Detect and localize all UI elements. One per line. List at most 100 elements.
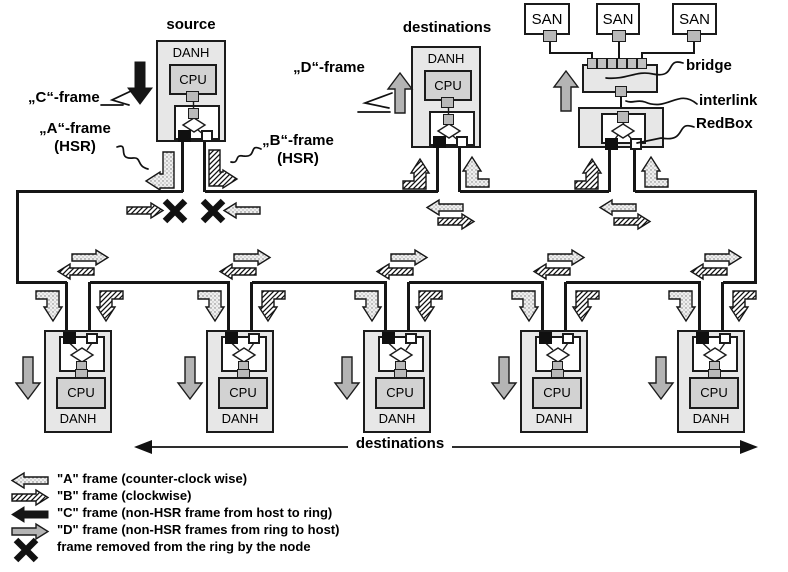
danh-label: DANH bbox=[692, 411, 730, 426]
b-frame-passthrough-redbox bbox=[613, 213, 651, 230]
legend-item-b: "B" frame (clockwise) bbox=[57, 488, 192, 503]
san-label: SAN bbox=[602, 11, 634, 28]
source-port-b-link bbox=[203, 140, 206, 192]
danh-label: DANH bbox=[59, 411, 97, 426]
legend-item-c: "C" frame (non-HSR frame from host to ri… bbox=[57, 505, 333, 520]
redbox-node bbox=[578, 107, 664, 150]
a-frame-passthrough bbox=[71, 249, 109, 266]
ring-bottom-segment-2 bbox=[90, 281, 230, 284]
cpu-label: CPU bbox=[67, 385, 95, 400]
legend-item-x: frame removed from the ring by the node bbox=[57, 539, 311, 554]
cpu-label: CPU bbox=[179, 72, 207, 87]
a-frame-exit-arrow bbox=[145, 151, 175, 191]
port-b-white bbox=[405, 333, 417, 344]
ring-bottom-segment-5 bbox=[566, 281, 701, 284]
legend-a-frame-arrow-icon bbox=[11, 472, 49, 489]
legend-item-a: "A" frame (counter-clock wise) bbox=[57, 471, 248, 486]
squiggle-d-frame bbox=[357, 92, 393, 113]
a-frame-enter-arrow bbox=[354, 290, 382, 322]
danh-node-bottom-4: CPU DANH bbox=[520, 330, 588, 433]
port-a-black bbox=[433, 136, 446, 148]
legend-x-removed-icon bbox=[16, 540, 36, 560]
redbox-label: RedBox bbox=[696, 115, 753, 132]
cpu-label: CPU bbox=[434, 78, 462, 93]
san1-wire-v bbox=[549, 42, 551, 53]
a-frame-enter-arrow bbox=[511, 290, 539, 322]
destinations-title-bottom: destinations bbox=[355, 435, 445, 452]
d-frame-arrow bbox=[491, 356, 517, 400]
port-a-black bbox=[605, 138, 618, 150]
a-frame-passthrough-redbox bbox=[599, 199, 637, 216]
a-frame-passthrough bbox=[233, 249, 271, 266]
legend-d-frame-arrow-icon bbox=[11, 523, 49, 540]
san1-wire-h bbox=[549, 52, 593, 54]
b-frame-passthrough bbox=[690, 263, 728, 280]
danh-node-bottom-1: CPU DANH bbox=[44, 330, 112, 433]
a-frame-passthrough bbox=[704, 249, 742, 266]
d-frame-arrow-destinations bbox=[387, 72, 413, 114]
node2-port-b-link bbox=[250, 282, 253, 332]
switch-port bbox=[188, 108, 199, 119]
a-frame-enter-arrow bbox=[197, 290, 225, 322]
bridge-port-3 bbox=[607, 58, 617, 69]
b-frame-enter-arrow bbox=[729, 290, 757, 322]
port-a-black bbox=[225, 332, 238, 344]
port-b-white bbox=[456, 136, 468, 148]
b-frame-hsr-label: (HSR) bbox=[277, 150, 319, 167]
b-frame-passthrough bbox=[57, 263, 95, 280]
b-frame-passthrough bbox=[533, 263, 571, 280]
axis-arrowhead-left bbox=[134, 440, 152, 454]
legend-b-frame-arrow-icon bbox=[11, 489, 49, 506]
legend-item-d: "D" frame (non-HSR frames from ring to h… bbox=[57, 522, 340, 537]
node5-port-a-link bbox=[698, 282, 701, 332]
interlink-port bbox=[617, 111, 629, 123]
a-frame-enter-arrow-dest bbox=[462, 156, 490, 188]
node3-port-b-link bbox=[407, 282, 410, 332]
node1-port-b-link bbox=[88, 282, 91, 332]
redbox-port-a-link bbox=[608, 146, 611, 192]
san3-port bbox=[687, 30, 701, 42]
b-frame-enter-arrow-redbox bbox=[574, 158, 602, 190]
b-frame-returning-arrow bbox=[126, 202, 164, 219]
cpu-label: CPU bbox=[543, 385, 571, 400]
a-frame-enter-arrow-redbox bbox=[641, 156, 669, 188]
ring-top-segment-2 bbox=[205, 190, 438, 193]
cpu-port bbox=[186, 91, 199, 102]
b-frame-label: „B“-frame bbox=[262, 132, 334, 149]
san-label: SAN bbox=[531, 11, 563, 28]
cpu-box: CPU bbox=[218, 377, 268, 409]
x-removed-mark-left bbox=[165, 201, 185, 221]
port-a-black bbox=[382, 332, 395, 344]
node5-port-b-link bbox=[721, 282, 724, 332]
a-frame-enter-arrow bbox=[35, 290, 63, 322]
axis-arrowhead-right bbox=[740, 440, 758, 454]
d-frame-label: „D“-frame bbox=[293, 59, 365, 76]
ring-bottom-segment-3 bbox=[252, 281, 387, 284]
a-frame-passthrough bbox=[547, 249, 585, 266]
ring-bottom-segment-4 bbox=[409, 281, 544, 284]
b-frame-passthrough bbox=[376, 263, 414, 280]
source-port-a-link bbox=[181, 140, 184, 192]
danh-node-bottom-2: CPU DANH bbox=[206, 330, 274, 433]
b-frame-exit-arrow bbox=[208, 149, 238, 189]
c-frame-arrow bbox=[127, 61, 153, 105]
source-danh-node: DANH CPU bbox=[156, 40, 226, 142]
bridge-port-2 bbox=[597, 58, 607, 69]
cpu-box: CPU bbox=[689, 377, 739, 409]
b-frame-passthrough-dest bbox=[437, 213, 475, 230]
bridge-port-5 bbox=[627, 58, 637, 69]
san2-port bbox=[612, 30, 626, 42]
bridge-label: bridge bbox=[686, 57, 732, 74]
danh-label: DANH bbox=[221, 411, 259, 426]
squiggle-interlink bbox=[625, 97, 698, 106]
cpu-label: CPU bbox=[386, 385, 414, 400]
switch-port bbox=[443, 114, 454, 125]
node4-port-a-link bbox=[541, 282, 544, 332]
b-frame-passthrough bbox=[219, 263, 257, 280]
dest-port-b-link bbox=[458, 145, 461, 192]
ring-top-segment-4 bbox=[635, 190, 757, 193]
source-title: source bbox=[166, 16, 216, 33]
ring-right-side bbox=[754, 190, 757, 284]
